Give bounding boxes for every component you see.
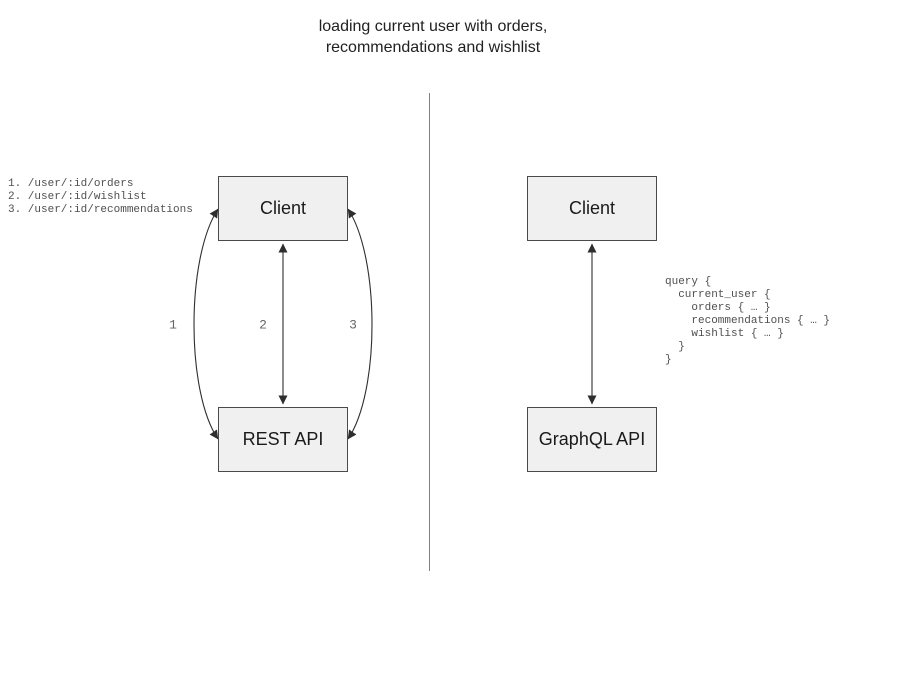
rest-client-label: Client: [259, 198, 307, 218]
arrow-label-1: 1: [169, 317, 177, 333]
arrow-label-3: 3: [349, 317, 357, 333]
title-line-2: recommendations and wishlist: [325, 39, 541, 56]
rest-api-box: REST API: [218, 407, 348, 472]
diagram-title: loading current user with orders, recomm…: [233, 16, 633, 58]
title-line-1: loading current user with orders,: [318, 18, 548, 35]
graphql-api-box: GraphQL API: [527, 407, 657, 472]
graphql-client-box: Client: [527, 176, 657, 241]
endpoint-list: 1. /user/:id/orders 2. /user/:id/wishlis…: [8, 178, 193, 216]
graphql-client-label: Client: [568, 198, 616, 218]
graphql-api-label: GraphQL API: [538, 429, 646, 449]
rest-client-box: Client: [218, 176, 348, 241]
graphql-query: query { current_user { orders { … } reco…: [665, 276, 831, 366]
arrow-1-curve-icon: [193, 208, 219, 440]
arrow-label-2: 2: [259, 317, 267, 333]
divider-line: [429, 93, 430, 571]
rest-api-label: REST API: [242, 429, 324, 449]
